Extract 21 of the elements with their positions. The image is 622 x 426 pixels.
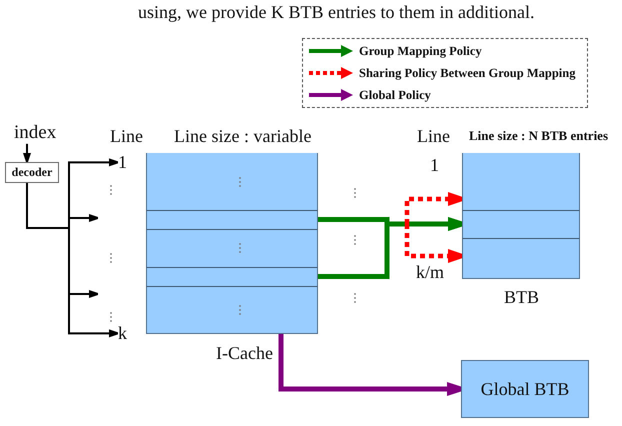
block-caption: I-Cache: [216, 343, 273, 364]
paragraph-text: using, we provide K BTB entries to them in additional.: [138, 2, 534, 23]
cache-block: [146, 153, 318, 334]
line-number: 1: [430, 155, 439, 176]
legend-text: Global Policy: [359, 88, 431, 102]
line-number: k: [118, 323, 127, 344]
legend-text: Group Mapping Policy: [359, 44, 482, 58]
decoder-box: [5, 162, 59, 183]
btb-block: [462, 153, 580, 279]
legend-text: Sharing Policy Between Group Mapping: [359, 66, 576, 80]
input-label: index: [14, 122, 56, 144]
line-number: 1: [118, 152, 127, 173]
block-label: Global BTB: [480, 378, 570, 400]
column-header: Line: [110, 126, 143, 147]
block-caption: BTB: [504, 287, 540, 308]
block-label: decoder: [12, 166, 52, 180]
line-number: k/m: [416, 262, 444, 283]
column-header: Line: [417, 126, 450, 147]
column-header: Line size : N BTB entries: [469, 129, 608, 144]
column-header: Line size : variable: [174, 126, 312, 147]
global-btb-box: [461, 360, 589, 418]
